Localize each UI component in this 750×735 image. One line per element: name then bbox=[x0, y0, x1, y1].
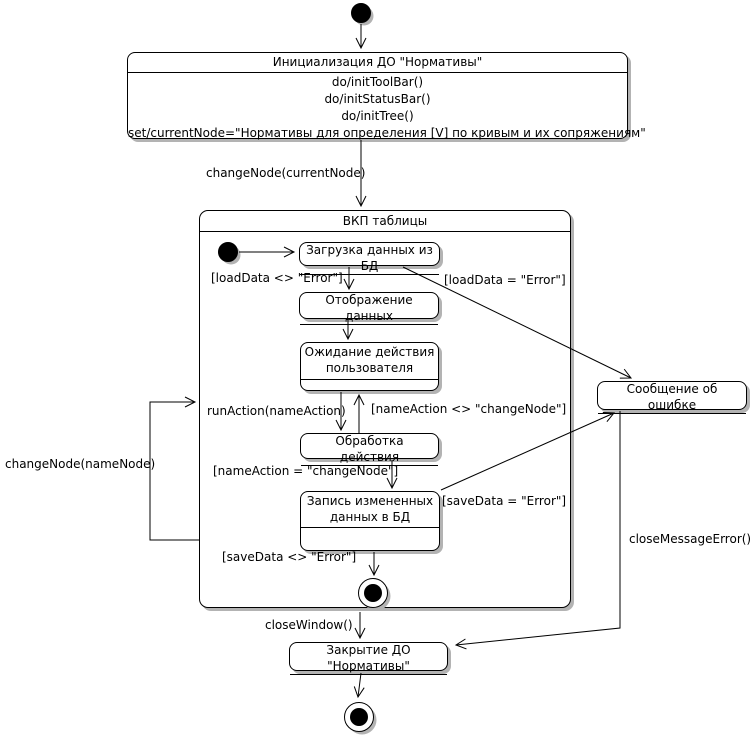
state-display-data: Отображение данных bbox=[299, 292, 439, 326]
transition-label-savedata-error: [saveData = "Error"] bbox=[442, 494, 567, 508]
state-process-action-label: Обработка действия bbox=[335, 434, 404, 464]
transition-label-closemessageerror: closeMessageError() bbox=[629, 532, 750, 546]
final-state-inner bbox=[350, 708, 368, 726]
state-wait-user-action: Ожидание действия пользователя bbox=[300, 342, 439, 391]
state-load-data: Загрузка данных из БД bbox=[299, 242, 440, 276]
transition-label-runaction: runAction(nameAction) bbox=[207, 404, 346, 418]
state-process-action: Обработка действия bbox=[300, 433, 439, 467]
state-compartment-divider bbox=[598, 413, 746, 415]
state-error-message-label: Сообщение об ошибке bbox=[626, 382, 718, 412]
transition-label-nameaction-changenode: [nameAction = "changeNode"] bbox=[213, 464, 399, 478]
action-init-toolbar: do/initToolBar() bbox=[331, 75, 424, 89]
state-compartment-divider bbox=[300, 274, 439, 276]
state-display-data-label: Отображение данных bbox=[325, 293, 413, 323]
state-initialization-actions: do/initToolBar() do/initStatusBar() do/i… bbox=[128, 73, 646, 142]
transition-label-loaddata-ok: [loadData <> "Error"] bbox=[211, 271, 343, 285]
transition-label-savedata-ok: [saveData <> "Error"] bbox=[222, 550, 357, 564]
state-compartment-divider bbox=[300, 324, 438, 326]
state-load-data-label: Загрузка данных из БД bbox=[306, 243, 433, 273]
state-save-data: Запись измененных данных в БД bbox=[300, 491, 440, 551]
state-compartment-divider bbox=[290, 674, 447, 676]
state-error-message: Сообщение об ошибке bbox=[597, 381, 747, 415]
state-save-data-label: Запись измененных данных в БД bbox=[306, 493, 434, 524]
state-compartment-divider bbox=[301, 465, 438, 467]
transition-label-closewindow: closeWindow() bbox=[265, 618, 353, 632]
final-state-shadow bbox=[347, 705, 377, 735]
action-init-statusbar: do/initStatusBar() bbox=[324, 92, 431, 106]
transition-label-changenode-currentnode: changeNode(currentNode) bbox=[206, 166, 366, 180]
state-close-do: Закрытие ДО "Нормативы" bbox=[289, 642, 448, 676]
action-init-tree: do/initTree() bbox=[341, 109, 414, 123]
composite-state-title: ВКП таблицы bbox=[200, 211, 570, 232]
state-initialization-title: Инициализация ДО "Нормативы" bbox=[128, 53, 627, 73]
state-initialization: Инициализация ДО "Нормативы" do/initTool… bbox=[127, 52, 646, 142]
edge-changenode-self-loop bbox=[149, 396, 200, 541]
state-wait-user-action-label: Ожидание действия пользователя bbox=[304, 345, 435, 375]
initial-state-dot bbox=[351, 3, 371, 23]
action-set-currentnode: set/currentNode="Нормативы для определен… bbox=[128, 126, 646, 140]
state-close-do-label: Закрытие ДО "Нормативы" bbox=[326, 643, 411, 673]
final-state-outer bbox=[344, 702, 374, 732]
state-compartment-divider bbox=[301, 527, 439, 550]
transition-label-changenode-namenode: changeNode(nameNode) bbox=[5, 457, 156, 471]
transition-label-nameaction-not-changenode: [nameAction <> "changeNode"] bbox=[371, 402, 567, 416]
edge-close-to-final bbox=[353, 672, 365, 699]
initial-state-shadow bbox=[354, 6, 374, 26]
transition-label-loaddata-error: [loadData = "Error"] bbox=[444, 273, 566, 287]
state-compartment-divider bbox=[301, 379, 438, 390]
